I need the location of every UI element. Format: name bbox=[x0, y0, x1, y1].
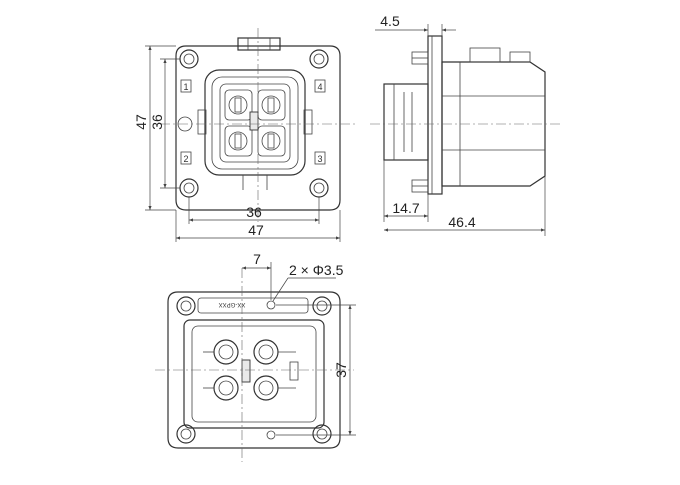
front-view: 1 2 3 4 47 36 36 47 bbox=[133, 28, 356, 242]
bolt-hole-br bbox=[309, 178, 329, 198]
dim-bolt-height: 36 bbox=[149, 114, 165, 130]
rear-marking: XX-GPXX bbox=[219, 301, 246, 307]
dim-flange: 4.5 bbox=[380, 13, 400, 29]
pin-number-3: 3 bbox=[317, 154, 322, 164]
dim-rear-height: 37 bbox=[333, 362, 349, 378]
pin-number-1: 1 bbox=[183, 82, 188, 92]
bolt-hole-tl bbox=[179, 49, 199, 69]
bolt-hole-bl bbox=[179, 178, 199, 198]
pin-number-4: 4 bbox=[317, 82, 322, 92]
rear-view: XX-GPXX 7 2 × Φ3.5 37 bbox=[155, 251, 356, 462]
dim-outer-height: 47 bbox=[133, 114, 149, 130]
side-view: 4.5 14.7 46.4 bbox=[370, 13, 560, 236]
dim-hole-offset: 7 bbox=[253, 251, 261, 267]
pin-number-2: 2 bbox=[183, 154, 188, 164]
dim-depth-flange: 14.7 bbox=[392, 200, 419, 216]
dim-bolt-width: 36 bbox=[246, 204, 262, 220]
rear-contacts bbox=[203, 339, 299, 401]
dim-outer-width: 47 bbox=[248, 222, 264, 238]
front-cavities bbox=[224, 89, 286, 157]
dim-depth-total: 46.4 bbox=[448, 214, 475, 230]
bolt-hole-tr bbox=[309, 49, 329, 69]
hole-note: 2 × Φ3.5 bbox=[289, 262, 344, 278]
